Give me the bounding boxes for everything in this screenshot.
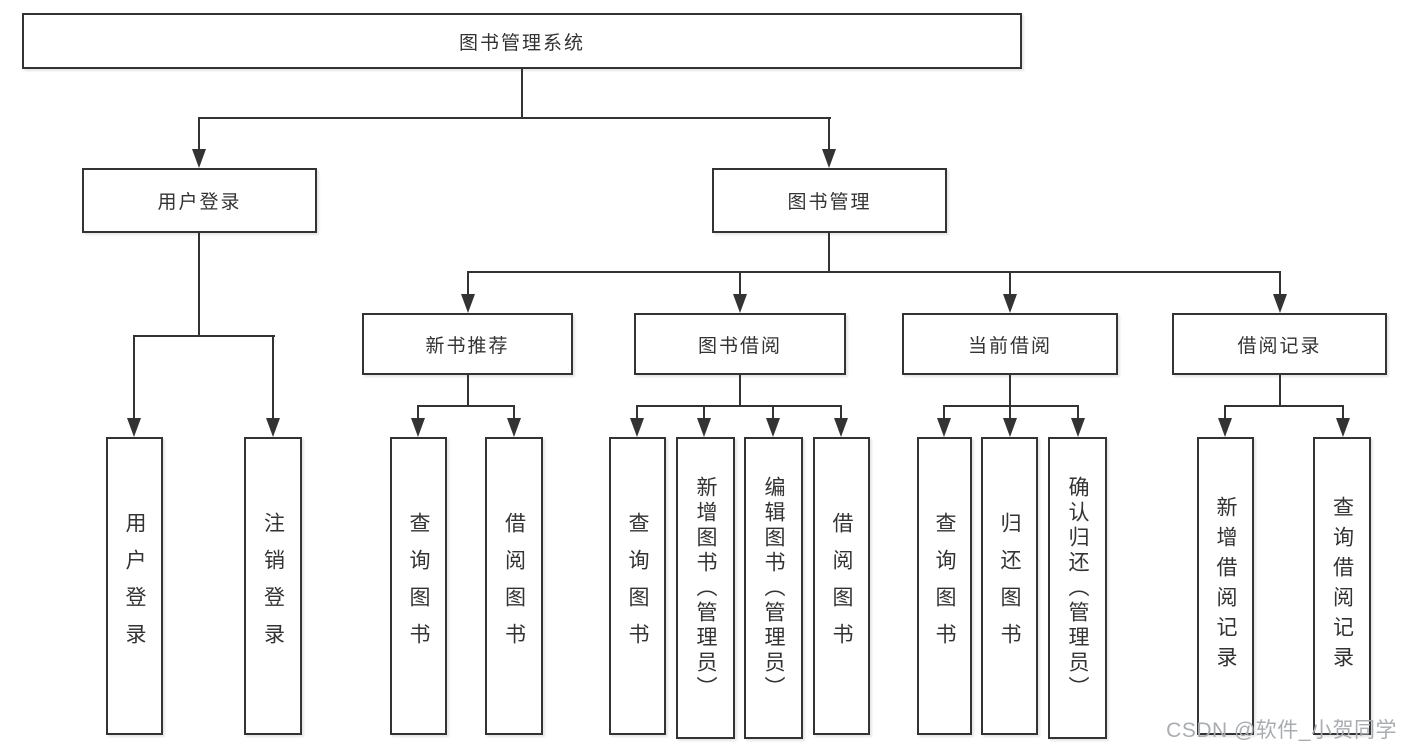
leaf-query-borrow-record: 查询借阅记录 [1313,437,1371,735]
connector-borrow-records-stem [1279,375,1281,406]
connector-drop [513,406,515,419]
connector-book-mgmt-stem [828,233,830,272]
connector-drop [636,406,638,419]
leaf-label: 查询图书 [933,512,956,660]
leaf-query-books: 查询图书 [609,437,666,735]
node-label: 图书管理 [787,192,872,213]
leaf-label: 新增图书（管理员） [694,475,717,701]
leaf-label: 用户登录 [123,512,146,660]
leaf-label: 查询图书 [407,512,430,660]
leaf-borrow-books: 借阅图书 [485,437,543,735]
leaf-label: 注销登录 [261,512,285,660]
connector-drop-book-mgmt [828,118,830,150]
connector-drop [1342,406,1344,419]
leaf-edit-book-admin: 编辑图书（管理员） [744,437,803,739]
arrowhead-new-book [461,294,475,313]
connector-borrow-records-rail [1224,405,1344,407]
connector-book-borrow-rail [636,405,842,407]
node-label: 当前借阅 [967,335,1052,357]
node-label: 借阅记录 [1237,335,1322,357]
leaf-label: 借阅图书 [830,512,853,660]
connector-drop-current-borrow [1009,272,1011,295]
node-user-login: 用户登录 [82,168,317,233]
node-book-management: 图书管理 [712,168,947,233]
arrowhead-book-borrow [733,294,747,313]
arrowhead [1218,418,1232,437]
arrowhead [766,418,780,437]
leaf-label: 确认归还（管理员） [1066,475,1089,701]
connector-book-borrow-stem [739,375,741,406]
connector-drop [1077,406,1079,419]
connector-drop [840,406,842,419]
connector-drop [1009,406,1011,419]
connector-drop-book-borrow [739,272,741,295]
connector-drop-leaf-logout [272,336,274,419]
leaf-confirm-return-admin: 确认归还（管理员） [1048,437,1107,739]
connector-drop [703,406,705,419]
arrowhead [937,418,951,437]
node-label: 图书管理系统 [458,32,585,54]
csdn-watermark: CSDN @软件_小贺同学 [1166,719,1397,742]
node-library-management-system: 图书管理系统 [22,13,1022,69]
node-borrowing-records: 借阅记录 [1172,313,1387,375]
node-new-book-recommend: 新书推荐 [362,313,573,375]
connector-drop [1224,406,1226,419]
arrowhead [834,418,848,437]
leaf-query-books: 查询图书 [390,437,447,735]
connector-drop-borrow-records [1279,272,1281,295]
leaf-add-book-admin: 新增图书（管理员） [676,437,735,739]
node-label: 图书借阅 [697,335,782,357]
leaf-query-books: 查询图书 [917,437,972,735]
leaf-label: 借阅图书 [502,512,526,660]
arrowhead [507,418,521,437]
leaf-add-borrow-record: 新增借阅记录 [1197,437,1254,735]
connector-drop-leaf-login [133,336,135,419]
connector-root-stem [521,69,523,118]
connector-user-login-stem [198,233,200,336]
arrowhead [630,418,644,437]
connector-current-borrow-stem [1009,375,1011,406]
leaf-logout: 注销登录 [244,437,302,735]
leaf-return-books: 归还图书 [981,437,1038,735]
connector-drop [417,406,419,419]
arrowhead [411,418,425,437]
node-book-borrowing: 图书借阅 [634,313,846,375]
leaf-label: 编辑图书（管理员） [762,475,785,701]
connector-new-book-rail [417,405,515,407]
arrowhead-book-mgmt [822,149,836,168]
connector-drop-new-book [467,272,469,295]
node-label: 新书推荐 [425,335,510,357]
connector-current-borrow-rail [943,405,1079,407]
leaf-borrow-books: 借阅图书 [813,437,870,735]
connector-drop [772,406,774,419]
arrowhead-leaf-login [127,418,141,437]
node-label: 用户登录 [157,192,242,213]
connector-new-book-stem [467,375,469,406]
arrowhead-borrow-records [1273,294,1287,313]
arrowhead-current-borrow [1003,294,1017,313]
arrowhead [1336,418,1350,437]
leaf-label: 查询借阅记录 [1330,496,1354,676]
connector-drop-user-login [198,118,200,150]
leaf-label: 归还图书 [998,512,1021,660]
leaf-user-login: 用户登录 [106,437,163,735]
node-current-borrowing: 当前借阅 [902,313,1118,375]
connector-user-login-rail [133,335,275,337]
connector-drop [943,406,945,419]
arrowhead [1003,418,1017,437]
arrowhead-leaf-logout [266,418,280,437]
arrowhead [697,418,711,437]
leaf-label: 查询图书 [626,512,649,660]
arrowhead-user-login [192,149,206,168]
connector-level1-rail [198,117,831,119]
connector-level2-rail [467,271,1281,273]
leaf-label: 新增借阅记录 [1214,496,1237,676]
arrowhead [1071,418,1085,437]
